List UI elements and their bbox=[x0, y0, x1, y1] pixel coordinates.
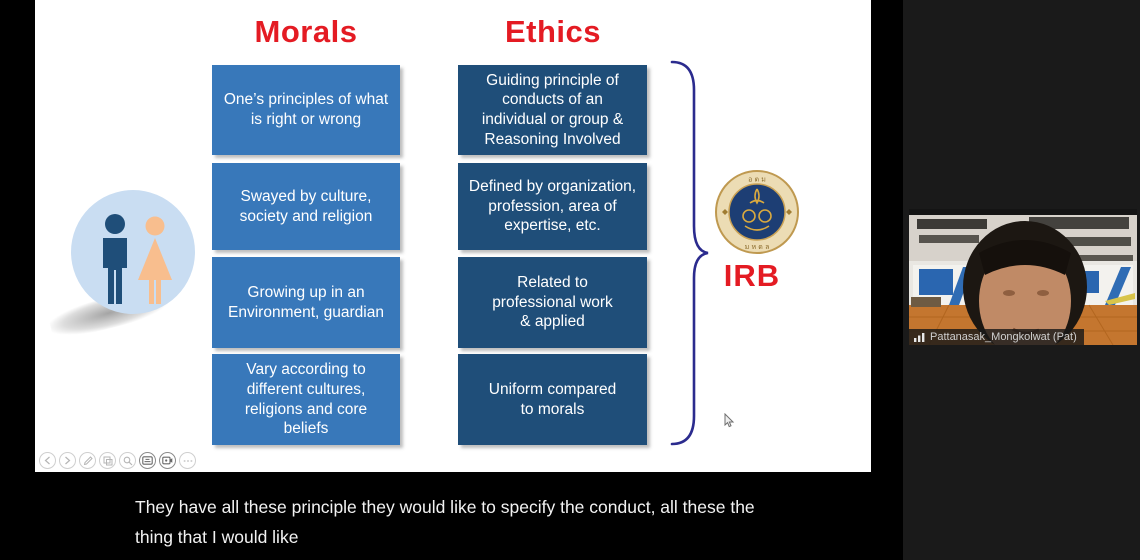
pen-icon[interactable] bbox=[79, 452, 96, 469]
presentation-slide: Morals Ethics One’s principles of what i… bbox=[35, 0, 871, 472]
ethics-box-3: Related to professional work & applied bbox=[458, 257, 647, 348]
morals-box-4: Vary according to different cultures, re… bbox=[212, 354, 400, 445]
irb-label: IRB bbox=[723, 258, 781, 293]
captions-icon[interactable] bbox=[139, 452, 156, 469]
svg-text:อ ต ม: อ ต ม bbox=[748, 176, 766, 184]
see-all-slides-icon[interactable] bbox=[99, 452, 116, 469]
man-woman-pictogram-icon bbox=[103, 214, 172, 304]
mouse-cursor-icon bbox=[724, 413, 735, 428]
morals-heading: Morals bbox=[254, 14, 358, 49]
caption-line-1: They have all these principle they would… bbox=[135, 497, 755, 517]
people-circle bbox=[71, 190, 195, 314]
morals-box-2: Swayed by culture, society and religion bbox=[212, 163, 400, 250]
morals-box-3: Growing up in an Environment, guardian bbox=[212, 257, 400, 348]
ethics-heading: Ethics bbox=[504, 14, 602, 49]
ethics-box-1: Guiding principle of conducts of an indi… bbox=[458, 65, 647, 155]
participant-name: Pattanasak_Mongkolwat (Pat) bbox=[930, 331, 1077, 343]
video-panel: Pattanasak_Mongkolwat (Pat) bbox=[903, 0, 1140, 560]
previous-slide-button[interactable] bbox=[39, 452, 56, 469]
screen-share-area: Morals Ethics One’s principles of what i… bbox=[35, 0, 871, 553]
participant-name-tag: Pattanasak_Mongkolwat (Pat) bbox=[909, 329, 1084, 345]
participant-video-tile[interactable]: Pattanasak_Mongkolwat (Pat) bbox=[909, 209, 1137, 345]
ethics-box-4: Uniform compared to morals bbox=[458, 354, 647, 445]
man-woman-icon bbox=[47, 182, 213, 343]
presenter-toolbar bbox=[39, 452, 196, 469]
zoom-icon[interactable] bbox=[119, 452, 136, 469]
camera-icon[interactable] bbox=[159, 452, 176, 469]
morals-box-1: One’s principles of what is right or wro… bbox=[212, 65, 400, 155]
caption-line-2: thing that I would like bbox=[135, 526, 299, 547]
svg-text:ม ห ด ล: ม ห ด ล bbox=[745, 243, 770, 251]
curly-brace-icon bbox=[670, 60, 709, 446]
webcam-scene bbox=[909, 209, 1137, 345]
more-options-icon[interactable] bbox=[179, 452, 196, 469]
ethics-box-2: Defined by organization, profession, are… bbox=[458, 163, 647, 250]
live-caption: They have all these principle they would… bbox=[135, 493, 815, 553]
signal-bars-icon bbox=[914, 333, 925, 342]
university-seal-icon: อ ต ม ม ห ด ล bbox=[715, 170, 799, 254]
next-slide-button[interactable] bbox=[59, 452, 76, 469]
